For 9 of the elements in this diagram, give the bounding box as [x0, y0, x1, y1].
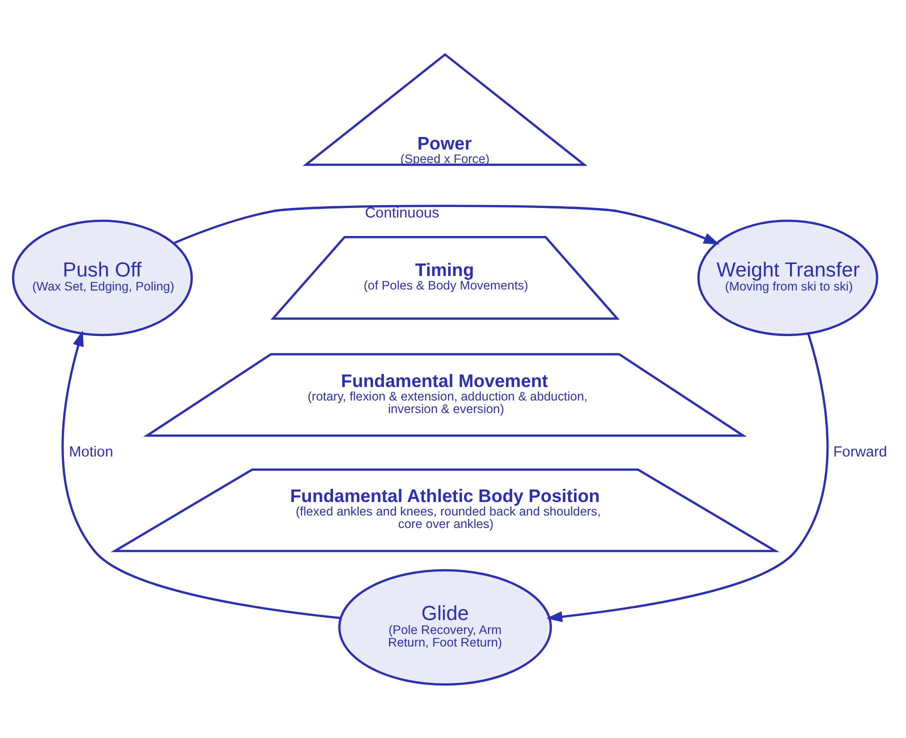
edge-label: Motion — [69, 444, 114, 460]
arrow — [173, 204, 720, 244]
node-ellipse: Push Off (Wax Set, Edging, Poling) — [12, 219, 193, 336]
edge-label: Continuous — [364, 205, 440, 222]
node-ellipse: Weight Transfer (Moving from ski to ski) — [697, 219, 878, 336]
arrow — [62, 330, 340, 619]
edge-label: Forward — [833, 444, 888, 460]
node-ellipse: Glide (Pole Recovery, Arm Return, Foot Return) — [338, 568, 552, 686]
arrow — [546, 332, 829, 622]
